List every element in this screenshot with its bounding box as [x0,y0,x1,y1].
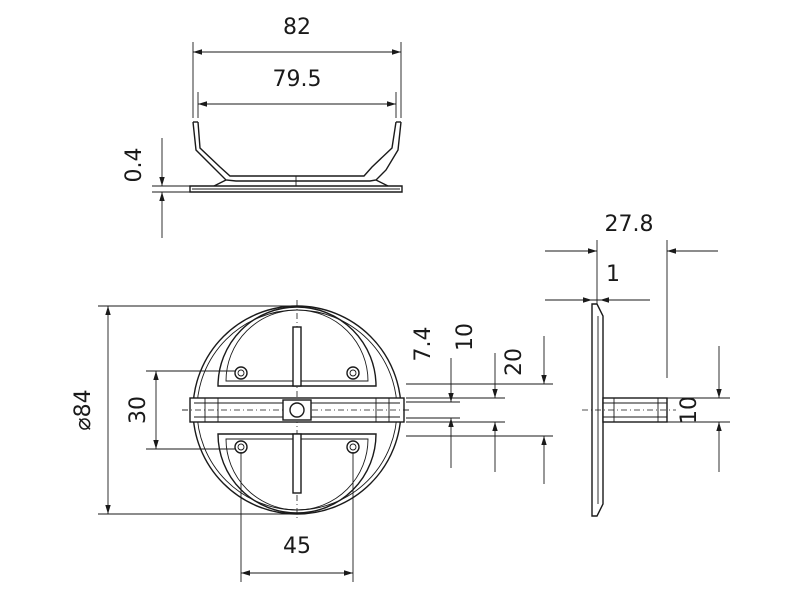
dim-10-label: 10 [453,323,478,351]
top-view: 82 79.5 0.4 [122,15,403,238]
dim-7-4-label: 7.4 [411,327,436,362]
side-view: 27.8 1 10 [545,212,730,517]
dim-20-label: 20 [502,348,527,376]
dim-1-label: 1 [606,262,620,287]
dim-82-label: 82 [283,15,311,40]
dim-0-4-label: 0.4 [122,148,147,183]
dim-45-label: 45 [283,534,311,559]
dim-27-8-label: 27.8 [605,212,654,237]
dim-84-label: ⌀84 [71,389,96,430]
dim-79-5-label: 79.5 [273,67,322,92]
dim-30-label: 30 [126,396,151,424]
front-view: ⌀84 30 45 7.4 10 20 [71,300,553,582]
dim-pin-10-label: 10 [677,396,702,424]
